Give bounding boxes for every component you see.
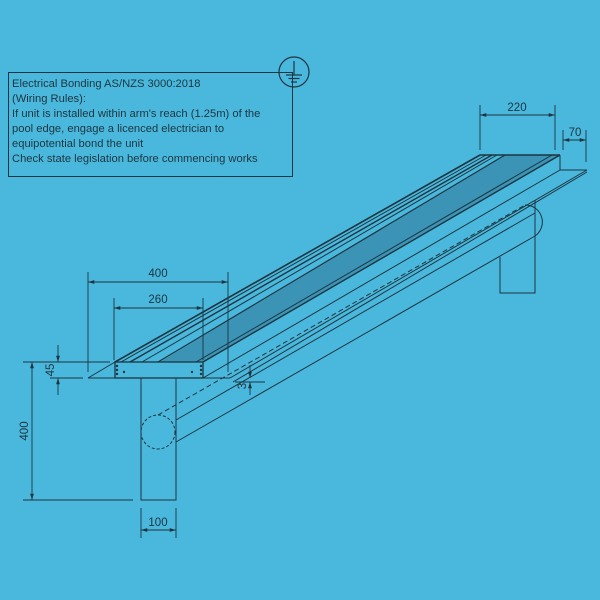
dim-back-width: 220 (507, 102, 526, 114)
note-line: Check state legislation before commencin… (12, 153, 258, 165)
dimension-lines (23, 105, 587, 538)
dim-channel-height: 45 (45, 364, 57, 377)
dim-stem-height: 400 (19, 421, 31, 440)
pipe-section (140, 414, 176, 450)
earth-ground-icon (278, 56, 310, 88)
channel-grate (160, 155, 560, 362)
note-line: If unit is installed within arm's reach … (12, 108, 261, 120)
note-line: Electrical Bonding AS/NZS 3000:2018 (12, 78, 201, 90)
electrical-bonding-note: Electrical Bonding AS/NZS 3000:2018 (Wir… (8, 72, 293, 177)
dim-overall-width: 400 (148, 268, 167, 280)
dim-inner-width: 260 (148, 294, 167, 306)
note-line: equipotential bond the unit (12, 138, 144, 150)
dim-stem-width: 100 (148, 517, 167, 529)
channel-rails (114, 154, 588, 383)
front-section (87, 361, 230, 501)
pipe-and-support (157, 200, 543, 443)
dim-flange: 70 (569, 127, 582, 139)
dim-flange-thickness: 3 (237, 383, 249, 389)
note-line: (Wiring Rules): (12, 93, 86, 105)
note-line: pool edge, engage a licenced electrician… (12, 123, 225, 135)
